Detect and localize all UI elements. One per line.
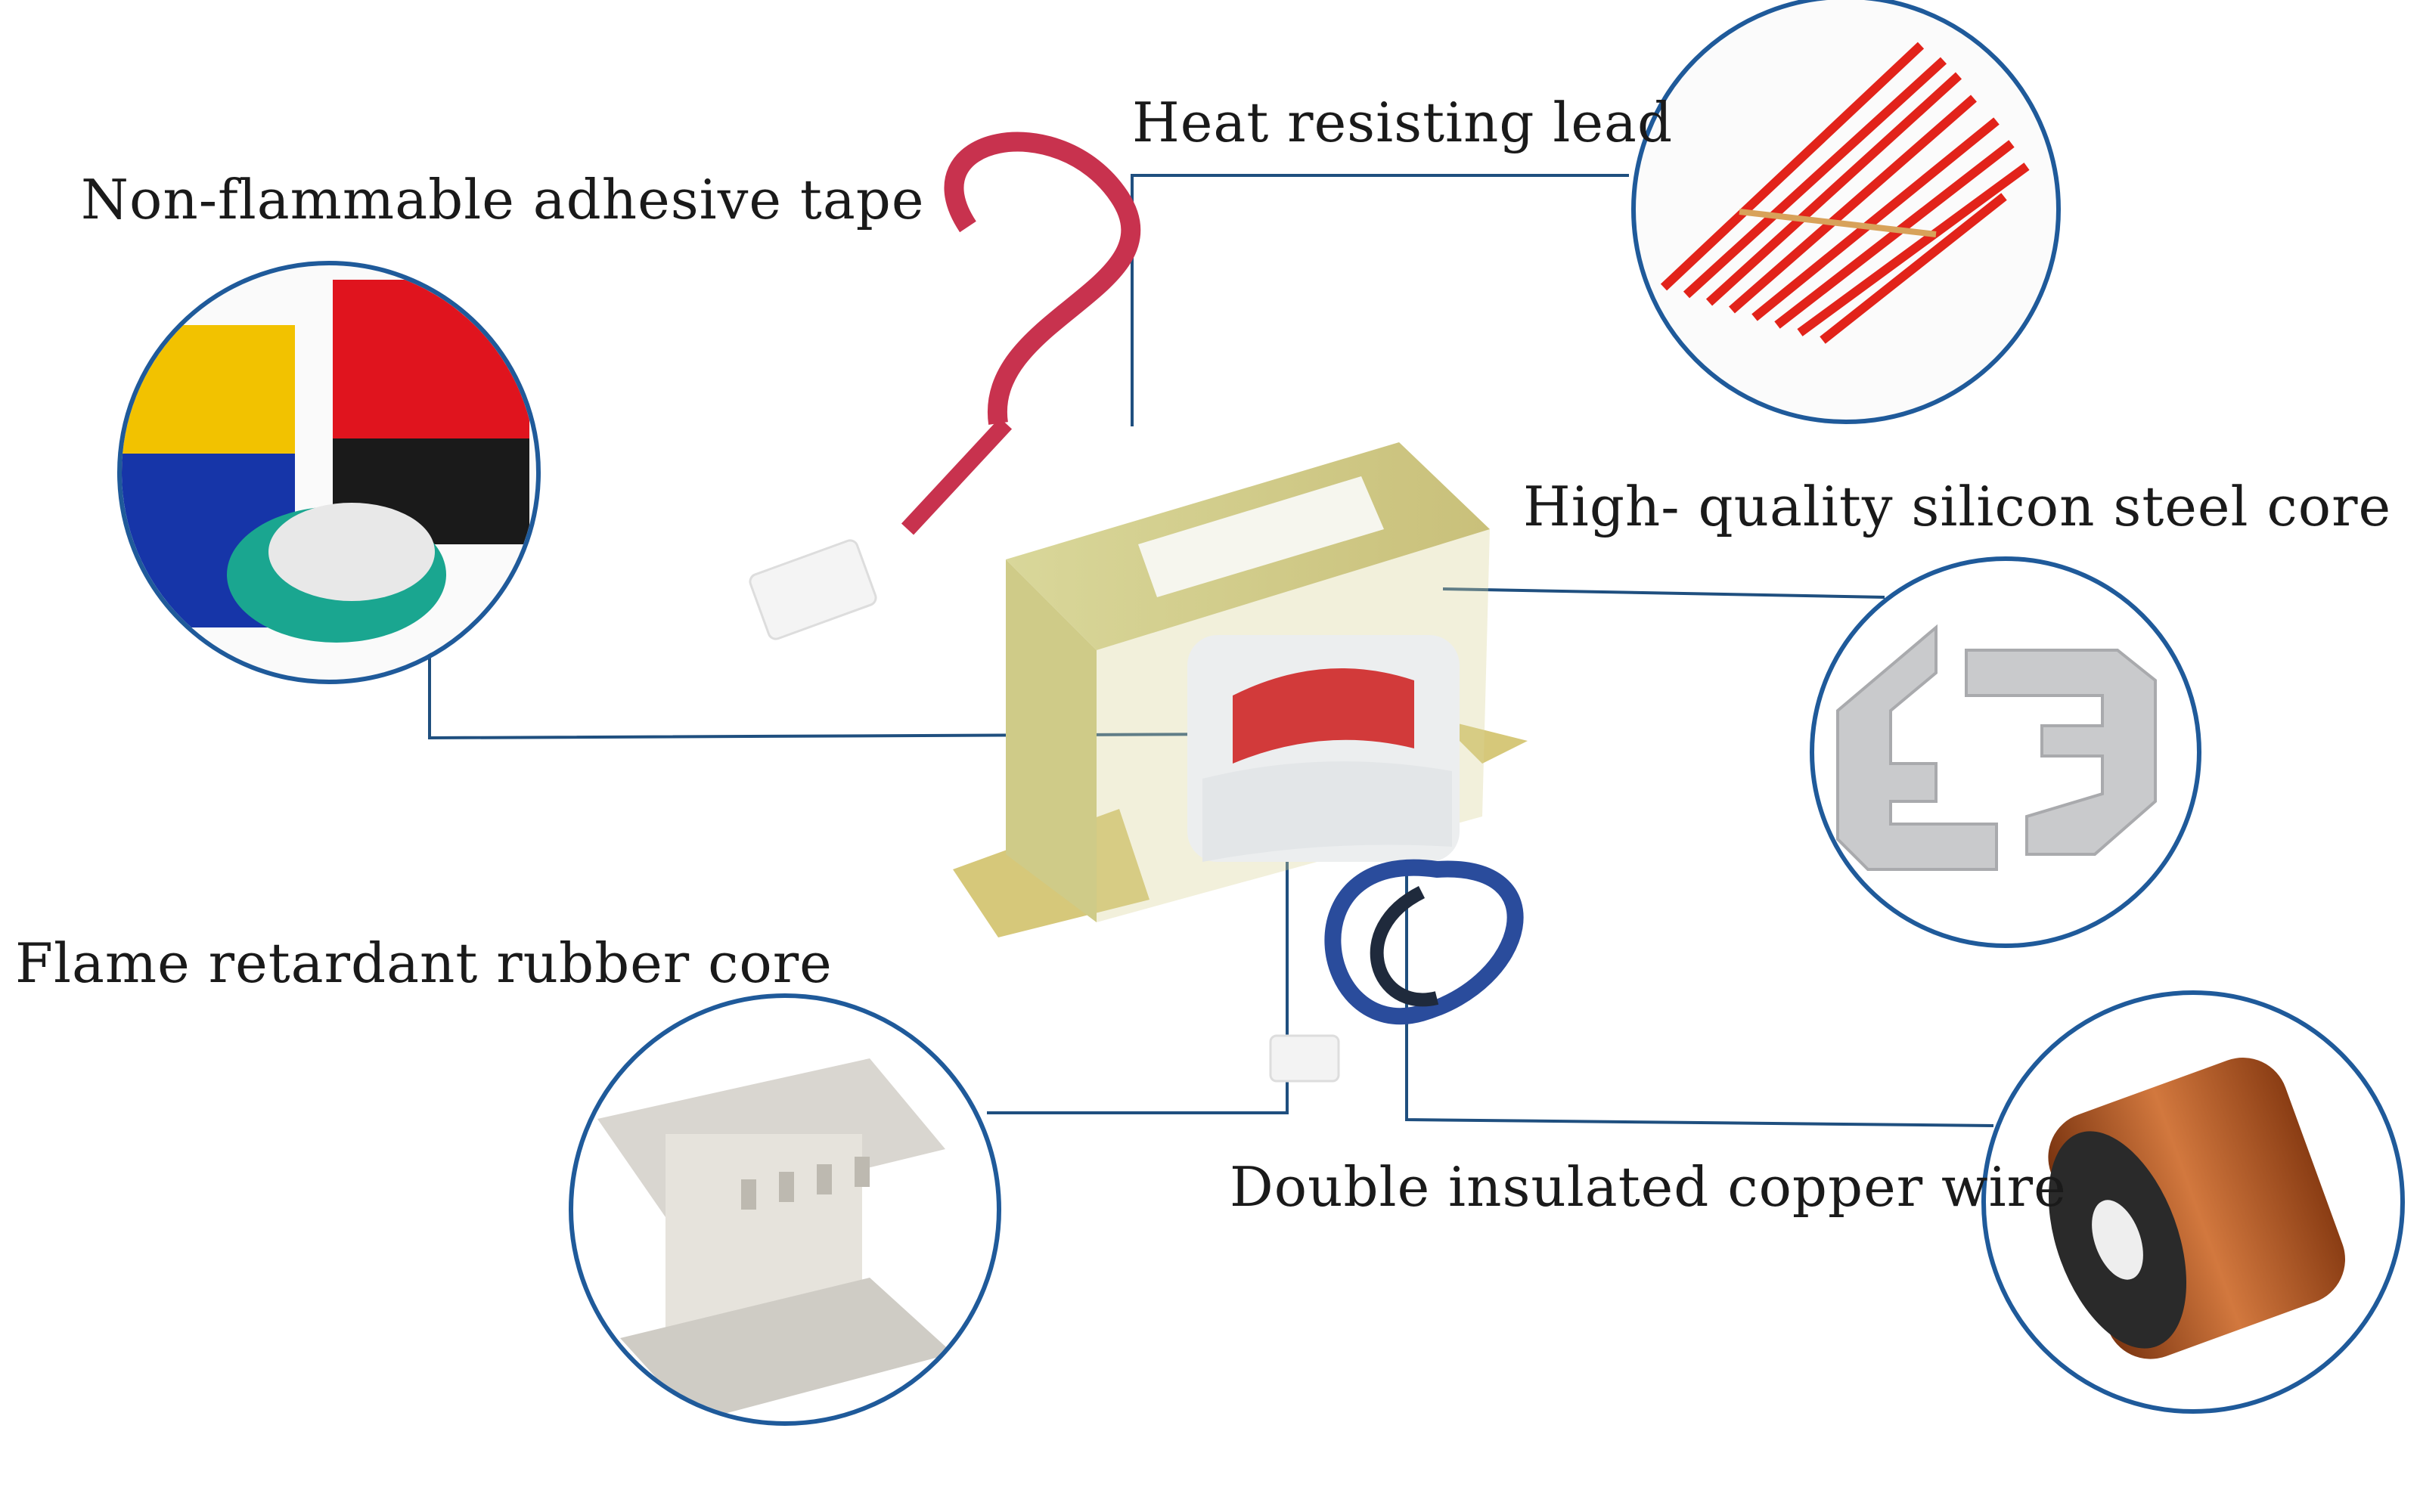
copper-wire-spool-image	[1981, 990, 2405, 1414]
callout-steel-core	[1442, 587, 1885, 599]
label-heat-resisting-lead: Heat resisting lead	[1132, 91, 1674, 154]
label-adhesive-tape: Non-flammable adhesive tape	[81, 168, 925, 231]
rubber-core-bobbin-image	[569, 993, 1001, 1426]
callout-heat-lead	[1131, 174, 1629, 426]
label-copper-wire: Double insulated copper wire	[1230, 1155, 2067, 1219]
heat-resisting-lead-image	[1631, 0, 2061, 424]
label-silicon-steel-core: High- quality silicon steel core	[1523, 475, 2392, 538]
transformer-image	[749, 132, 1528, 1083]
callout-rubber-core	[987, 838, 1289, 1114]
label-rubber-core: Flame retardant rubber core	[15, 931, 833, 995]
silicon-steel-core-image	[1810, 556, 2201, 948]
adhesive-tape-image	[117, 261, 541, 684]
